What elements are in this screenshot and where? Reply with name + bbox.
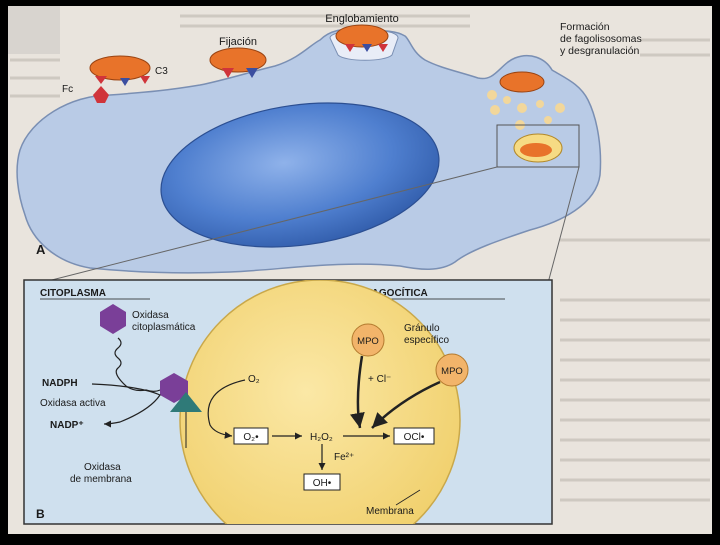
zoom-box xyxy=(496,124,580,168)
label-mpo-1: MPO xyxy=(357,336,379,347)
receptor-fc xyxy=(93,86,109,103)
label-c3: C3 xyxy=(155,66,168,77)
panel-a-letter: A xyxy=(36,242,46,257)
oxidase-active-icon xyxy=(160,373,188,403)
arrow-o2-to-superoxide xyxy=(207,379,246,439)
bacterium-fc-c3 xyxy=(89,55,151,86)
label-cl: + Cl⁻ xyxy=(368,374,391,385)
panel-b-letter: B xyxy=(36,507,45,521)
box-hydroxyl xyxy=(303,473,341,491)
background-text-lines xyxy=(10,14,710,502)
label-fe: Fe²⁺ xyxy=(334,452,354,463)
label-ocl: OCl• xyxy=(404,432,425,443)
phagolysosome-formation xyxy=(487,71,580,168)
label-oxidasa-mem-1: Oxidasa xyxy=(84,462,121,473)
label-membrana: Membrana xyxy=(366,506,414,517)
label-oh: OH• xyxy=(313,478,332,489)
phagocytic-vacuole xyxy=(179,280,461,524)
label-nadph: NADPH xyxy=(42,378,78,389)
label-mpo-2: MPO xyxy=(441,366,463,377)
zoom-line-left xyxy=(39,166,498,284)
corner-tab xyxy=(8,6,60,54)
header-citoplasma: CITOPLASMA xyxy=(40,288,106,299)
label-granulo-2: específico xyxy=(404,335,449,346)
label-englobamiento: Englobamiento xyxy=(325,13,398,25)
label-fijacion: Fijación xyxy=(219,36,257,48)
bacterium-fijacion xyxy=(209,47,267,78)
oxidase-membrane-icon xyxy=(170,392,202,412)
label-superoxide: O₂• xyxy=(243,432,259,443)
label-fc: Fc xyxy=(62,84,73,95)
label-oxidasa-activa: Oxidasa activa xyxy=(40,398,106,409)
bacterium-englobamiento xyxy=(329,24,399,61)
label-oxidasa-cito-1: Oxidasa xyxy=(132,310,169,321)
label-oxidasa-cito-2: citoplasmática xyxy=(132,322,196,333)
arrow-mpo1 xyxy=(349,355,365,429)
cell-nucleus xyxy=(160,102,440,248)
label-o2: O₂ xyxy=(248,374,260,385)
label-formacion-3: y desgranulación xyxy=(560,45,640,57)
mpo-granule-1 xyxy=(351,323,385,357)
box-hypochlorite xyxy=(393,427,435,445)
label-formacion-1: Formación xyxy=(560,21,610,33)
arrow-nadph-to-nadp xyxy=(91,383,161,428)
label-nadp: NADP⁺ xyxy=(50,420,84,431)
label-oxidasa-mem-2: de membrana xyxy=(70,474,132,485)
label-h2o2: H₂O₂ xyxy=(310,432,333,443)
mpo-granule-2 xyxy=(435,353,469,387)
box-superoxide xyxy=(233,427,269,445)
label-granulo-1: Gránulo xyxy=(404,323,440,334)
label-formacion-2: de fagolisosomas xyxy=(560,33,642,45)
oxidase-cytoplasmic-icon xyxy=(100,304,126,334)
arrow-mpo2 xyxy=(371,380,441,429)
zoom-line-right xyxy=(547,166,580,284)
